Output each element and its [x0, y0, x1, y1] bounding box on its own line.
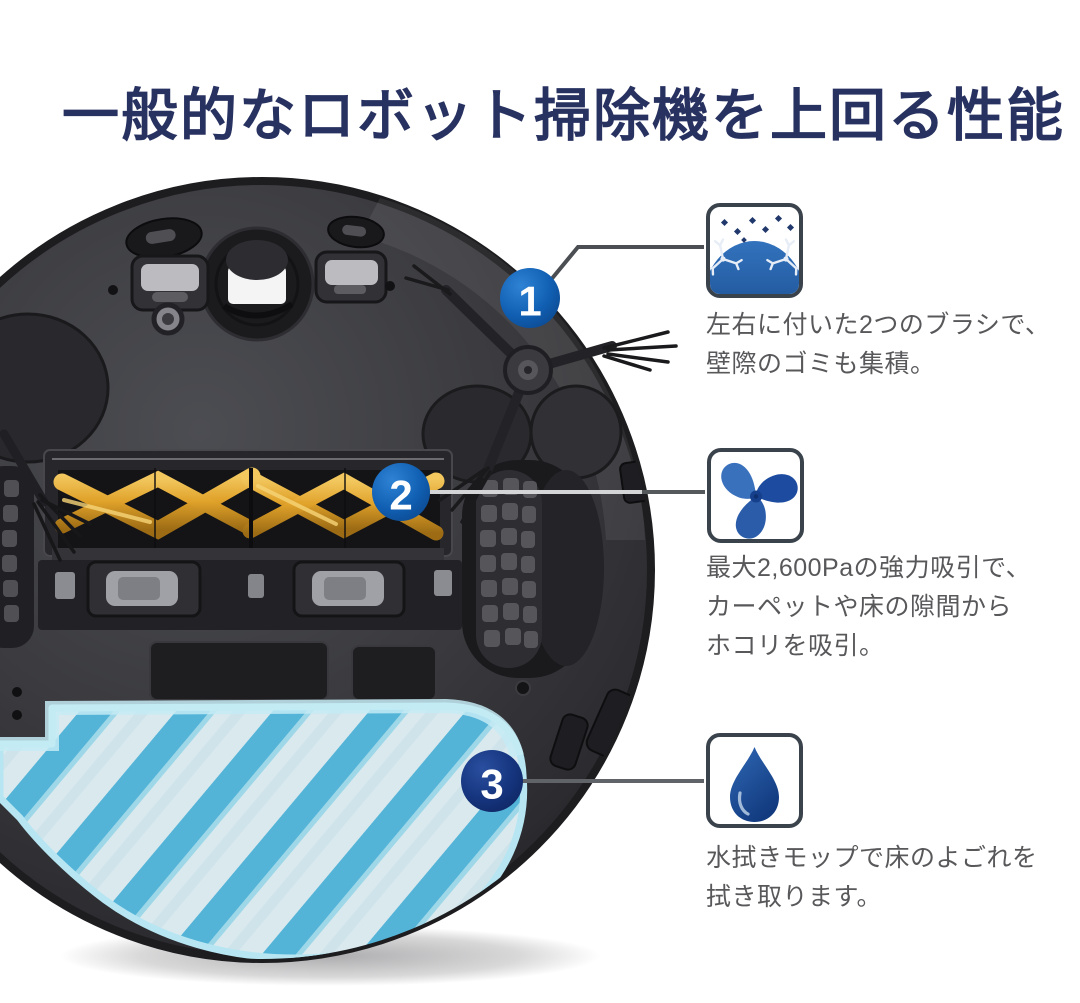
screw-dot	[108, 285, 118, 295]
battery-recess	[149, 641, 329, 701]
screw-dot	[12, 710, 22, 720]
callout-1-line-2: 壁際のゴミも集積。	[706, 350, 936, 378]
callout-3-text: 水拭きモップで床のよごれを 拭き取ります。	[706, 839, 1038, 917]
callout-1-line-1: 左右に付いた2つのブラシで、	[706, 311, 1051, 339]
left-drive-wheel	[0, 466, 34, 648]
badge-3: 3	[461, 750, 523, 812]
bumper-recess-left	[125, 217, 203, 259]
badge-1: 1	[500, 268, 560, 328]
drop-sensor-left	[130, 254, 210, 312]
camera-lens-pupil	[162, 313, 174, 325]
badge-2-number: 2	[389, 472, 412, 519]
suction-fan-icon	[721, 462, 798, 539]
callout-3-line-1: 水拭きモップで床のよごれを	[706, 844, 1038, 872]
screw-dot	[515, 680, 531, 696]
front-dome-left	[0, 312, 110, 464]
right-drive-wheel	[462, 460, 604, 678]
screw-dot	[385, 281, 395, 291]
page-title: 一般的なロボット掃除機を上回る性能	[62, 84, 1065, 148]
screw-dot	[12, 687, 22, 697]
brush-cover-latches	[38, 560, 462, 630]
callout-2-line-3: ホコリを吸引。	[706, 632, 885, 660]
icon-box-side-brushes	[706, 203, 803, 298]
side-brush	[404, 264, 678, 524]
callout-2-line-1: 最大2,600Paの強力吸引で、	[706, 554, 1032, 582]
callout-3-line-2: 拭き取ります。	[706, 883, 883, 911]
bumper-recess-right	[327, 215, 385, 249]
latch-left	[86, 560, 202, 618]
drop-sensor-right	[314, 250, 388, 304]
leader-line-1	[543, 245, 704, 289]
icon-box-suction-fan	[707, 448, 804, 543]
left-side-brush	[0, 429, 92, 562]
latch-right	[292, 560, 406, 618]
leader-lines	[430, 245, 705, 783]
badge-3-number: 3	[480, 761, 503, 808]
badge-1-number: 1	[518, 278, 541, 325]
main-brush-chamber	[43, 449, 453, 560]
mop-pad	[0, 698, 528, 959]
callout-2-line-2: カーペットや床の隙間から	[706, 593, 1013, 621]
icon-box-water-drop	[706, 733, 803, 828]
callout-2-text: 最大2,600Paの強力吸引で、 カーペットや床の隙間から ホコリを吸引。	[706, 549, 1031, 666]
callout-1-text: 左右に付いた2つのブラシで、 壁際のゴミも集積。	[706, 306, 1050, 384]
water-drop-icon	[730, 747, 779, 822]
badge-2: 2	[372, 463, 430, 521]
caster-wheel	[199, 226, 315, 342]
outlet-recess	[351, 645, 437, 701]
side-brushes-icon	[710, 214, 799, 294]
